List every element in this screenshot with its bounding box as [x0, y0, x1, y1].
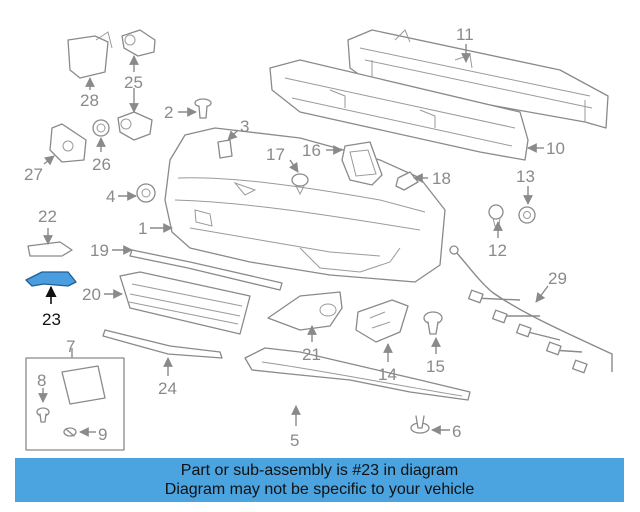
- callout-2: 2: [164, 103, 173, 122]
- callout-28: 28: [80, 91, 99, 110]
- part-22-bracket[interactable]: [27, 241, 73, 257]
- callout-9: 9: [98, 425, 107, 444]
- leader-17: [289, 159, 299, 173]
- part-19-trim-strip[interactable]: [129, 249, 283, 291]
- callout-6: 6: [452, 422, 461, 441]
- callout-19: 19: [90, 241, 109, 260]
- callout-21: 21: [302, 345, 321, 364]
- part-25-sensor[interactable]: [121, 29, 156, 57]
- callout-11: 11: [456, 25, 474, 44]
- callout-1: 1: [138, 219, 147, 238]
- part-3-clip[interactable]: [217, 139, 233, 159]
- part-28-bracket[interactable]: [67, 31, 113, 79]
- part-12-clip[interactable]: [488, 204, 504, 227]
- callout-26: 26: [92, 155, 111, 174]
- part-27-bracket[interactable]: [49, 123, 87, 163]
- callout-15: 15: [426, 357, 445, 376]
- part-16-tow-cover[interactable]: [341, 141, 383, 186]
- part-4-grommet[interactable]: [136, 183, 156, 203]
- part-17-fastener[interactable]: [291, 173, 309, 196]
- callout-3: 3: [240, 117, 249, 136]
- callout-29: 29: [548, 269, 567, 288]
- part-25-sensor-lower[interactable]: [117, 111, 153, 141]
- part-21-fog-grille[interactable]: [267, 291, 343, 331]
- leader-27: [43, 155, 55, 166]
- callout-10: 10: [546, 139, 565, 158]
- part-20-lower-grille[interactable]: [119, 271, 251, 335]
- banner-line-1: Part or sub-assembly is #23 in diagram: [180, 462, 459, 479]
- part-7-license-plate[interactable]: [61, 365, 106, 405]
- part-13-grommet[interactable]: [518, 206, 536, 224]
- part-10-energy-absorber[interactable]: [269, 59, 529, 161]
- part-26-ring[interactable]: [92, 119, 110, 137]
- part-9-screw[interactable]: [63, 427, 77, 437]
- part-5-lower-spoiler[interactable]: [244, 347, 471, 401]
- banner-line-2: Diagram may not be specific to your vehi…: [164, 481, 475, 498]
- part-23-bracket-highlighted[interactable]: [25, 271, 77, 287]
- callout-18: 18: [432, 169, 451, 188]
- leader-29: [535, 285, 549, 303]
- part-15-rivet[interactable]: [423, 311, 443, 335]
- callout-8: 8: [37, 371, 46, 390]
- callout-17: 17: [266, 145, 285, 164]
- callout-7: 7: [66, 337, 75, 356]
- callout-4: 4: [106, 187, 115, 206]
- part-29-wiring-harness[interactable]: [449, 245, 613, 374]
- callout-20: 20: [82, 285, 101, 304]
- part-6-screw[interactable]: [410, 415, 430, 434]
- part-14-bracket[interactable]: [355, 299, 409, 343]
- info-banner: Part or sub-assembly is #23 in diagram D…: [15, 458, 624, 502]
- callout-13: 13: [516, 167, 535, 186]
- callout-14: 14: [378, 365, 397, 384]
- leader-3: [227, 129, 239, 141]
- parts-diagram: 1 2 3 4 5 6 7 8 9 10 11 12 13 14 15 16 1…: [24, 25, 613, 451]
- callout-25: 25: [124, 73, 143, 92]
- callout-16: 16: [302, 141, 321, 160]
- part-18-clip[interactable]: [395, 171, 419, 191]
- part-8-screw[interactable]: [36, 407, 50, 423]
- callout-22: 22: [38, 207, 57, 226]
- callout-12: 12: [488, 241, 507, 260]
- part-2-rivet[interactable]: [194, 98, 212, 119]
- callout-23: 23: [42, 310, 61, 329]
- callout-5: 5: [290, 431, 299, 450]
- callout-24: 24: [158, 379, 177, 398]
- part-24-molding[interactable]: [102, 329, 223, 359]
- callout-27: 27: [24, 165, 43, 184]
